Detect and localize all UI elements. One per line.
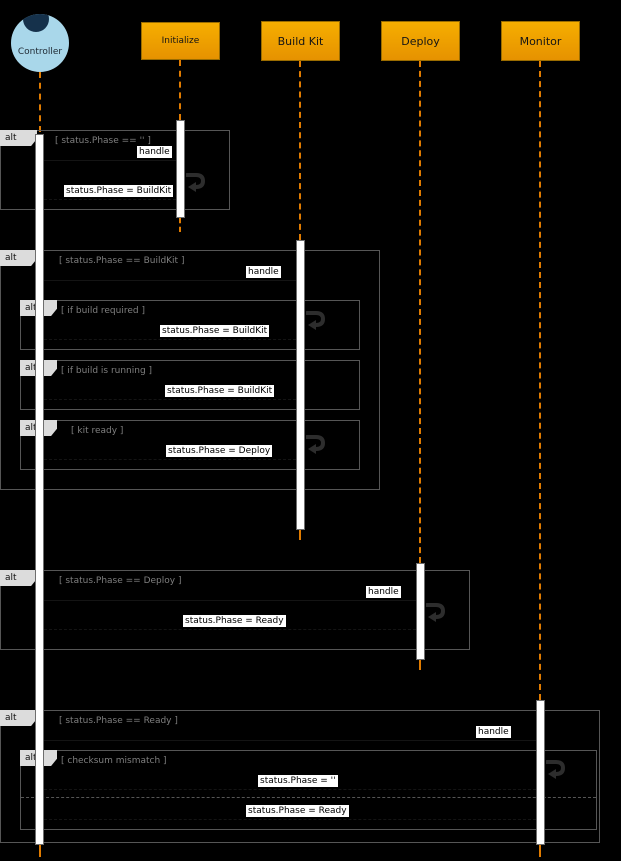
participant-label: Deploy xyxy=(401,34,440,48)
fragment-guard: [ status.Phase == Deploy ] xyxy=(59,576,182,586)
participant-header-monitor: Monitor xyxy=(501,21,580,61)
message-label: status.Phase = '' xyxy=(258,775,338,787)
fragment-guard: [ kit ready ] xyxy=(71,426,124,436)
controller-label: Controller xyxy=(17,47,63,57)
fragment-guard: [ status.Phase == Ready ] xyxy=(59,716,178,726)
message-line-return xyxy=(44,789,536,790)
message-line-handle xyxy=(44,600,416,601)
deploy-activation-bar xyxy=(416,563,425,660)
alt-fragment-phase-deploy xyxy=(0,570,470,650)
controller-lifeline-segment xyxy=(39,845,41,857)
message-label: status.Phase = BuildKit xyxy=(160,325,270,337)
alt-operator-tab: alt xyxy=(0,130,37,146)
self-message-loop-icon xyxy=(185,170,206,197)
message-label: handle xyxy=(137,146,172,158)
deploy-lifeline-segment xyxy=(419,660,421,670)
message-line-return xyxy=(44,629,416,630)
alt-fragment-phase-ready xyxy=(0,710,600,843)
message-line-return xyxy=(44,399,296,400)
message-label: handle xyxy=(366,586,401,598)
alt-fragment-build-required xyxy=(20,300,360,350)
alt-operator-tab: alt xyxy=(0,250,37,266)
initialize-activation-bar xyxy=(176,120,185,218)
message-line-handle xyxy=(44,740,536,741)
message-line-return xyxy=(44,819,536,820)
message-line-return xyxy=(44,339,296,340)
message-label: status.Phase = BuildKit xyxy=(64,185,174,197)
build-kit-lifeline-segment xyxy=(299,530,301,540)
alt-fragment-build-running xyxy=(20,360,360,410)
controller-activation-bar xyxy=(35,134,44,845)
controller-lifeline-segment xyxy=(39,72,41,132)
message-line-return xyxy=(44,459,296,460)
monitor-lifeline-segment xyxy=(539,845,541,857)
participant-label: Initialize xyxy=(161,36,200,46)
initialize-lifeline-segment xyxy=(179,218,181,232)
alt-fragment-phase-buildkit xyxy=(0,250,380,490)
message-line-handle xyxy=(44,160,176,161)
message-label: status.Phase = Deploy xyxy=(166,445,273,457)
fragment-guard: [ if build is running ] xyxy=(61,366,153,376)
alt-fragment-checksum-mismatch xyxy=(20,750,597,830)
message-label: status.Phase = Ready xyxy=(246,805,349,817)
message-label: status.Phase = BuildKit xyxy=(165,385,275,397)
participant-header-build-kit: Build Kit xyxy=(261,21,340,61)
monitor-activation-bar xyxy=(536,700,545,845)
build-kit-activation-bar xyxy=(296,240,305,530)
monitor-lifeline-segment xyxy=(539,61,541,700)
control-stereotype-icon xyxy=(23,14,49,32)
message-line-handle xyxy=(44,280,296,281)
self-message-loop-icon xyxy=(545,757,566,784)
fragment-guard: [ checksum mismatch ] xyxy=(61,756,167,766)
initialize-lifeline-segment xyxy=(179,60,181,120)
participant-label: Monitor xyxy=(519,34,562,48)
participant-label: Build Kit xyxy=(277,34,324,48)
self-message-loop-icon xyxy=(425,600,446,627)
participant-header-initialize: Initialize xyxy=(141,22,220,60)
build-kit-lifeline-segment xyxy=(299,61,301,240)
message-label: status.Phase = Ready xyxy=(183,615,286,627)
self-message-loop-icon xyxy=(305,308,326,335)
message-line-return xyxy=(44,199,176,200)
fragment-guard: [ status.Phase == BuildKit ] xyxy=(59,256,185,266)
participant-header-deploy: Deploy xyxy=(381,21,460,61)
alt-fragment-phase-empty xyxy=(0,130,230,210)
alt-operator-tab: alt xyxy=(0,570,37,586)
fragment-guard: [ if build required ] xyxy=(61,306,145,316)
message-label: handle xyxy=(476,726,511,738)
alt-fragment-kit-ready xyxy=(20,420,360,470)
deploy-lifeline-segment xyxy=(419,61,421,563)
self-message-loop-icon xyxy=(305,432,326,459)
message-label: handle xyxy=(246,266,281,278)
alt-operand-divider xyxy=(21,797,596,798)
fragment-guard: [ status.Phase == '' ] xyxy=(55,136,151,146)
alt-operator-tab: alt xyxy=(0,710,37,726)
controller-circle-icon: Controller xyxy=(11,14,69,72)
controller-actor: Controller xyxy=(11,14,69,72)
